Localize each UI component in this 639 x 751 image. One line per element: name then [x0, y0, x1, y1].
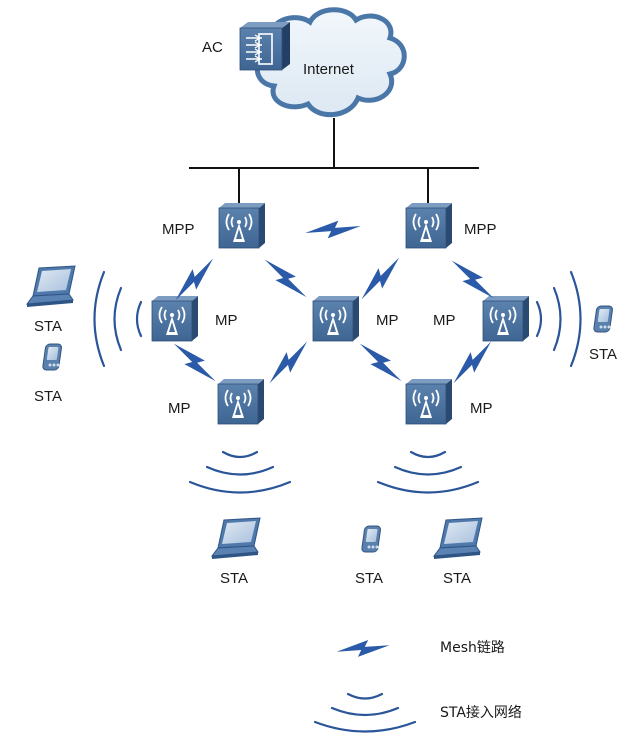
access-point-icon [482, 295, 530, 342]
sta-label: STA [589, 346, 617, 363]
access-point-icon [405, 202, 453, 249]
legend: Mesh链路 STA接入网络 [313, 638, 522, 733]
station-laptop-left: STA [26, 265, 76, 335]
legend-sta-access: STA接入网络 [313, 692, 522, 733]
mp-left: MP [151, 295, 238, 342]
wave-right [535, 270, 582, 368]
sta-label: STA [220, 570, 248, 587]
mp-center: MP [312, 295, 399, 342]
mp-bottom-left: MP [168, 378, 265, 425]
access-point-icon [312, 295, 360, 342]
controller-icon [239, 22, 290, 71]
wave-bottom-left [188, 450, 292, 494]
mpp-left-label: MPP [162, 221, 195, 238]
mp-left-label: MP [215, 312, 238, 329]
access-point-icon [151, 295, 199, 342]
wave-left [93, 270, 143, 368]
mesh-link-mpp-left-mp-center [259, 252, 312, 305]
sta-label: STA [443, 570, 471, 587]
internet-cloud: Internet [255, 7, 407, 118]
pda-icon [41, 343, 63, 371]
laptop-icon [433, 517, 483, 560]
mpp-left: MPP [162, 202, 266, 249]
mesh-link-mp-left-mp-bottom-left [168, 336, 221, 389]
access-point-icon [218, 202, 266, 249]
laptop-icon [26, 265, 76, 308]
lightning-icon [335, 638, 391, 659]
ac-label: AC [202, 39, 223, 56]
mpp-right-label: MPP [464, 221, 497, 238]
cloud-icon [255, 7, 407, 118]
ac-controller: AC [202, 22, 290, 71]
mesh-link-mp-center-mp-bottom-left [262, 336, 315, 389]
station-laptop-bottom-left: STA [211, 517, 261, 587]
mesh-link-mpp-right-mp-center [354, 252, 407, 305]
legend-mesh-link-label: Mesh链路 [440, 640, 505, 656]
mp-right: MP [433, 295, 530, 342]
access-point-icon [405, 378, 453, 425]
station-pda-left: STA [34, 343, 63, 405]
mp-bottom-right: MP [405, 378, 493, 425]
mpp-right: MPP [405, 202, 497, 249]
pda-icon [592, 305, 614, 333]
legend-sta-access-label: STA接入网络 [440, 704, 522, 721]
sta-access-waves [93, 270, 582, 494]
sta-label: STA [34, 318, 62, 335]
pda-icon [360, 525, 382, 553]
internet-label: Internet [303, 61, 355, 78]
mp-center-label: MP [376, 312, 399, 329]
station-pda-right: STA [589, 305, 617, 363]
mesh-link-mpp-mpp [304, 219, 362, 240]
laptop-icon [211, 517, 261, 560]
sta-label: STA [34, 388, 62, 405]
wave-icon [313, 692, 417, 733]
mp-bottom-left-label: MP [168, 400, 191, 417]
access-point-icon [217, 378, 265, 425]
mp-right-label: MP [433, 312, 456, 329]
mp-bottom-right-label: MP [470, 400, 493, 417]
wave-bottom-right [376, 450, 480, 494]
station-pda-bottom: STA [355, 525, 383, 587]
mesh-link-mp-right-mp-bottom-right [446, 336, 499, 389]
sta-label: STA [355, 570, 383, 587]
mesh-link-mp-center-mp-bottom-right [354, 336, 407, 389]
station-laptop-bottom-right: STA [433, 517, 483, 587]
legend-mesh-link: Mesh链路 [335, 638, 505, 659]
